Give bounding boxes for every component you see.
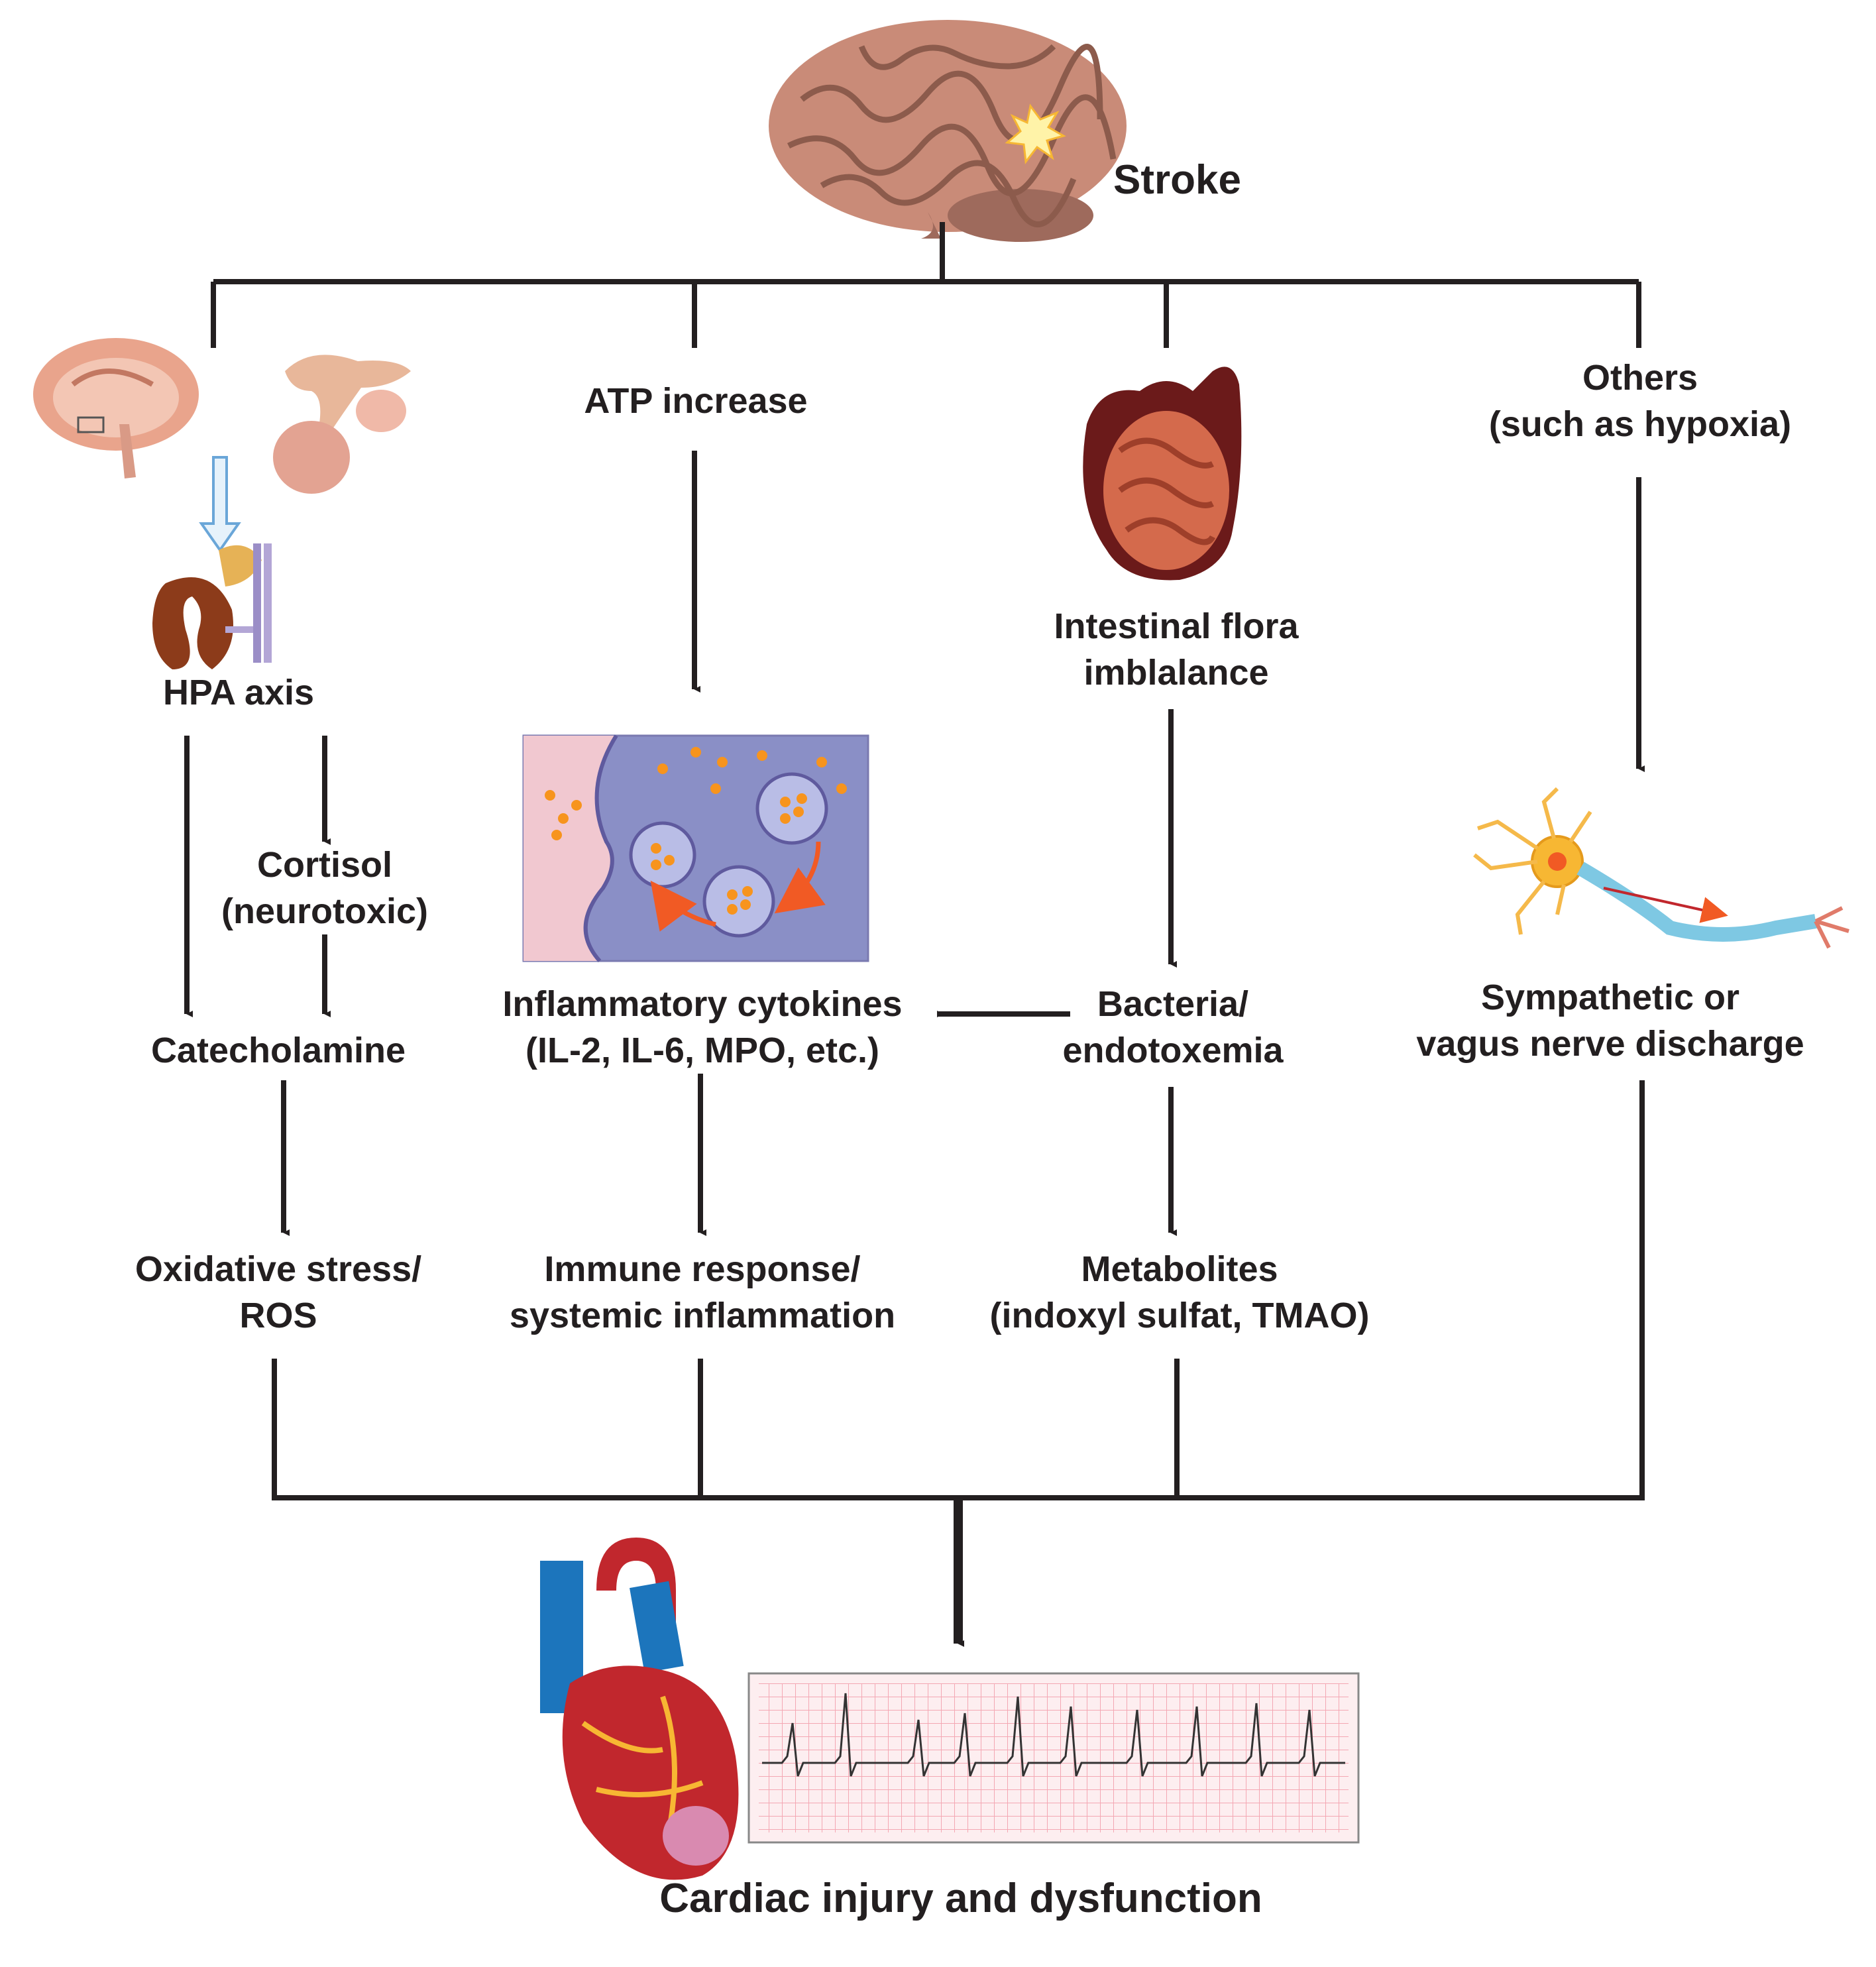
sympathetic-line2: vagus nerve discharge	[1416, 1024, 1804, 1064]
intestinal-flora-line1: Intestinal flora	[1054, 606, 1299, 646]
brain-icon	[769, 20, 1127, 242]
intestine-icon	[1083, 366, 1242, 581]
cortisol-line2: (neurotoxic)	[221, 891, 428, 932]
stroke-label: Stroke	[1113, 157, 1241, 203]
cytokines-line1: Inflammatory cytokines	[502, 984, 903, 1024]
atp-increase-label: ATP increase	[584, 381, 808, 421]
neuron-icon	[1473, 787, 1849, 949]
immune-line2: systemic inflammation	[509, 1296, 896, 1336]
cortisol-label: Cortisol (neurotoxic)	[192, 842, 457, 934]
others-line1: Others	[1582, 358, 1698, 398]
synapse-vesicle-icon	[522, 734, 869, 963]
intestinal-flora-line2: imblalance	[1083, 653, 1269, 693]
immune-response-label: Immune response/ systemic inflammation	[477, 1246, 928, 1339]
hpa-axis-label: HPA axis	[162, 673, 315, 712]
bacteria-label: Bacteria/ endotoxemia	[1034, 981, 1312, 1074]
bacteria-line2: endotoxemia	[1062, 1031, 1284, 1071]
bacteria-line1: Bacteria/	[1097, 984, 1249, 1024]
ecg-strip-icon	[747, 1672, 1360, 1844]
heart-icon	[540, 1538, 739, 1880]
sympathetic-line1: Sympathetic or	[1480, 978, 1740, 1017]
sympathetic-label: Sympathetic or vagus nerve discharge	[1358, 974, 1862, 1067]
inflammatory-cytokines-label: Inflammatory cytokines (IL-2, IL-6, MPO,…	[451, 981, 954, 1074]
others-line2: (such as hypoxia)	[1488, 404, 1792, 445]
others-label: Others (such as hypoxia)	[1425, 355, 1855, 447]
hpa-blue-arrow	[199, 456, 241, 553]
metabolites-line1: Metabolites	[1081, 1249, 1278, 1289]
oxidative-line2: ROS	[239, 1296, 317, 1336]
cardiac-injury-label: Cardiac injury and dysfunction	[659, 1876, 1262, 1921]
metabolites-line2: (indoxyl sulfat, TMAO)	[989, 1296, 1370, 1336]
metabolites-label: Metabolites (indoxyl sulfat, TMAO)	[954, 1246, 1405, 1339]
kidney-adrenal-icon	[152, 543, 272, 669]
oxidative-line1: Oxidative stress/	[135, 1249, 422, 1289]
cortisol-line1: Cortisol	[256, 845, 392, 885]
intestinal-flora-label: Intestinal flora imblalance	[994, 603, 1358, 696]
catecholamine-label: Catecholamine	[150, 1031, 406, 1070]
oxidative-stress-label: Oxidative stress/ ROS	[93, 1246, 464, 1339]
cytokines-line2: (IL-2, IL-6, MPO, etc.)	[525, 1031, 880, 1071]
brain-sagittal-icon	[33, 338, 199, 478]
immune-line1: Immune response/	[544, 1249, 861, 1289]
pituitary-gland-icon	[273, 355, 411, 494]
